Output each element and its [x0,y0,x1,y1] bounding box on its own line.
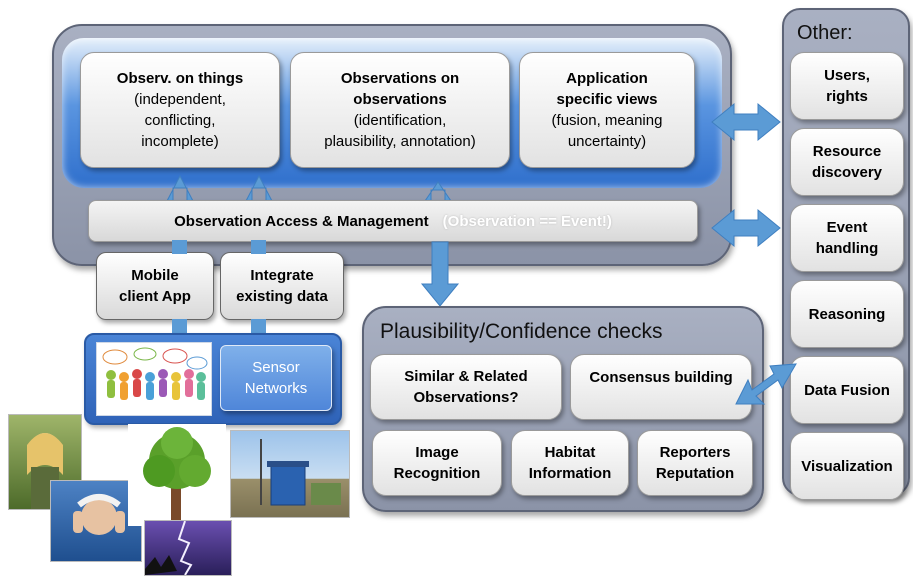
sensor-station-photo [230,430,350,518]
observations-on-observations-box: Observations on observations (identifica… [290,52,510,168]
observation-access-bar: Observation Access & Management (Observa… [88,200,698,242]
observ-things-box: Observ. on things (independent, conflict… [80,52,280,168]
integrate-existing-data-box: Integrate existing data [220,252,344,320]
integrate-stem-lower [251,319,266,335]
application-views-text: (fusion, meaning uncertainty) [551,112,663,150]
data-fusion-item: Data Fusion [790,356,904,424]
access-note: (Observation == Event!) [442,212,612,230]
crowd-people-icon [102,347,208,400]
crowd-image [96,342,212,416]
sensor-networks-box: Sensor Networks [220,345,332,411]
observ-things-title: Observ. on things [116,70,244,87]
mobile-client-app-box: Mobile client App [96,252,214,320]
stressed-man-photo [50,480,142,562]
integrate-connector [251,240,266,254]
observations-text: (identification, plausibility, annotatio… [324,112,476,150]
other-title: Other: [797,22,853,44]
habitat-information-box: Habitat Information [511,430,629,496]
consensus-label: Consensus building [589,369,733,386]
access-label: Observation Access & Management [174,212,429,230]
double-arrow-consensus [735,363,797,405]
other-list: Users, rights Resource discovery Event h… [790,52,904,500]
consensus-box: Consensus building [570,354,752,420]
double-arrow-views [711,102,781,142]
resource-discovery-item: Resource discovery [790,128,904,196]
lightning-photo [144,520,232,576]
reasoning-item: Reasoning [790,280,904,348]
mobile-connector [172,240,187,254]
plausibility-title: Plausibility/Confidence checks [380,320,663,343]
users-rights-item: Users, rights [790,52,904,120]
observ-things-text: (independent, conflicting, incomplete) [134,91,226,150]
image-recognition-box: Image Recognition [372,430,502,496]
visualization-item: Visualization [790,432,904,500]
tree-photo [128,424,226,526]
event-handling-item: Event handling [790,204,904,272]
down-arrow-shape [420,241,460,307]
double-arrow-access [711,208,781,248]
mobile-stem-lower [172,319,187,335]
application-views-box: Application specific views (fusion, mean… [519,52,695,168]
observations-title: Observations on observations [340,70,460,108]
application-views-title: Application specific views [556,70,658,108]
reporters-reputation-box: Reporters Reputation [637,430,753,496]
similar-related-box: Similar & Related Observations? [370,354,562,420]
